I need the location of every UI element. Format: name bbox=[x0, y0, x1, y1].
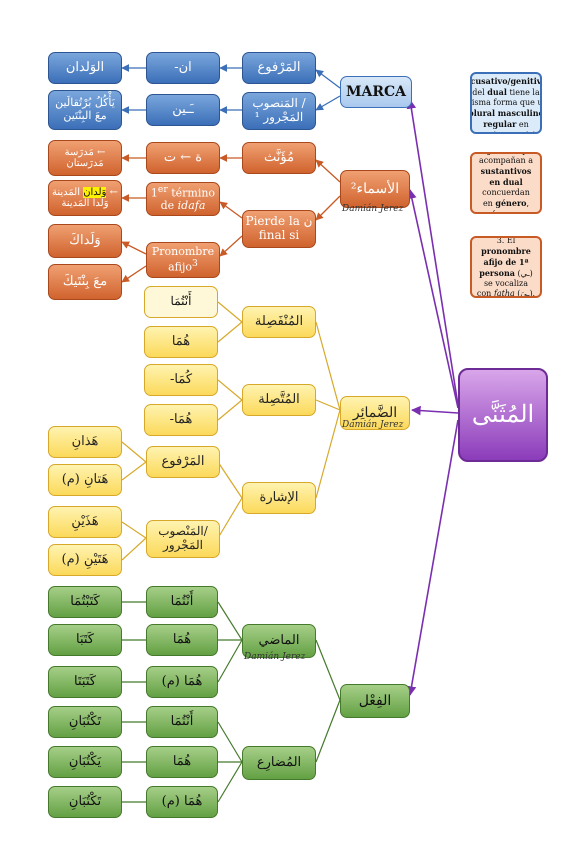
marca-nasb-example: يَأْكُلُ بُرْتُقالَين معَ البِنْتَين bbox=[48, 90, 122, 130]
mudari-pronoun-3: هُمَا (م) bbox=[146, 786, 218, 818]
fiil-node: الفِعْل bbox=[340, 684, 410, 718]
mudari-form-2: يَكْتُبَانِ bbox=[48, 746, 122, 778]
madi-node: الماضي bbox=[242, 624, 316, 658]
signature-madi: Damián Jerez bbox=[244, 652, 306, 662]
signature-asmaa: Damián Jerez bbox=[342, 204, 404, 214]
ta-rule-node: ة ← ت bbox=[146, 142, 220, 174]
madi-form-2: كَتَبَا bbox=[48, 624, 122, 656]
marca-raf-suffix: -ان bbox=[146, 52, 220, 84]
note-2: 2. Los adjetivos que acompañan a sustant… bbox=[470, 152, 542, 214]
munfasila-node: المُنْفَصِلة bbox=[242, 306, 316, 338]
mudari-form-3: تَكْتُبَانِ bbox=[48, 786, 122, 818]
pron-example-2: معَ بِنْتَيكَ bbox=[48, 264, 122, 300]
pierde-node: Pierde la ن final si bbox=[242, 210, 316, 248]
ishara-node: الإشارة bbox=[242, 482, 316, 514]
ishara-nasb-item-1: هَذَيْنِ bbox=[48, 506, 122, 538]
marca-raf-example: الوَلدان bbox=[48, 52, 122, 84]
mudari-node: المُضارِع bbox=[242, 746, 316, 780]
madi-pronoun-3: هُمَا (م) bbox=[146, 666, 218, 698]
mudari-pronoun-2: هُمَا bbox=[146, 746, 218, 778]
signature-damair: Damián Jerez bbox=[342, 420, 404, 430]
munfasila-item-1: أَنْتُمَا bbox=[144, 286, 218, 318]
ishara-raf-node: المَرْفوع bbox=[146, 446, 220, 478]
pronombre-afijo-node: Pronombre afijo3 bbox=[146, 242, 220, 278]
madi-pronoun-2: هُمَا bbox=[146, 624, 218, 656]
ishara-raf-item-2: هَتانِ (م) bbox=[48, 464, 122, 496]
idafa-example-text: المَدينة ← وَلَدا المَدينة bbox=[51, 186, 118, 210]
ta-example-node: مَدرَسة ← مَدرَستان bbox=[48, 140, 122, 176]
idafa-highlighted-word: وَلدان bbox=[83, 186, 107, 198]
marca-node: MARCA bbox=[340, 76, 412, 108]
madi-pronoun-1: أَنْتُمَا bbox=[146, 586, 218, 618]
marca-nasb-node: المَنصوب / المَجْرور ¹ bbox=[242, 92, 316, 130]
mudari-form-1: تَكْتُبَانِ bbox=[48, 706, 122, 738]
central-node-dual: المُثَنَّى bbox=[458, 368, 548, 462]
marca-nasb-suffix: ـَـين bbox=[146, 94, 220, 126]
note-1: 1. Sin vocalizar, el acusativo/genitivo … bbox=[470, 72, 542, 134]
muannath-node: مُؤَنَّث bbox=[242, 142, 316, 174]
mudari-pronoun-1: أَنْتُمَا bbox=[146, 706, 218, 738]
madi-form-1: كَتَبْتُمَا bbox=[48, 586, 122, 618]
munfasila-item-2: هُمَا bbox=[144, 326, 218, 358]
muttasila-node: المُتَّصِلة bbox=[242, 384, 316, 416]
ishara-nasb-node: المَنْصوب/ المَجْرور bbox=[146, 520, 220, 558]
madi-form-3: كَتَبَتَا bbox=[48, 666, 122, 698]
damair-node: الضَّمائِر bbox=[340, 396, 410, 430]
idafa-example-node: وَلدان المَدينة ← وَلَدا المَدينة bbox=[48, 180, 122, 216]
asmaa-node: الأسماء² bbox=[340, 170, 410, 208]
muttasila-item-2: -هُمَا bbox=[144, 404, 218, 436]
idafa-node: 1er término de idafa bbox=[146, 182, 220, 216]
note-3: 3. El pronombre afijo de 1ª persona (ـي)… bbox=[470, 236, 542, 298]
muttasila-item-1: -كُمَا bbox=[144, 364, 218, 396]
ishara-nasb-item-2: هَتَيْنِ (م) bbox=[48, 544, 122, 576]
pron-example-1: وَلَداكَ bbox=[48, 224, 122, 258]
marca-raf-node: المَرْفوع bbox=[242, 52, 316, 84]
ishara-raf-item-1: هَذانِ bbox=[48, 426, 122, 458]
